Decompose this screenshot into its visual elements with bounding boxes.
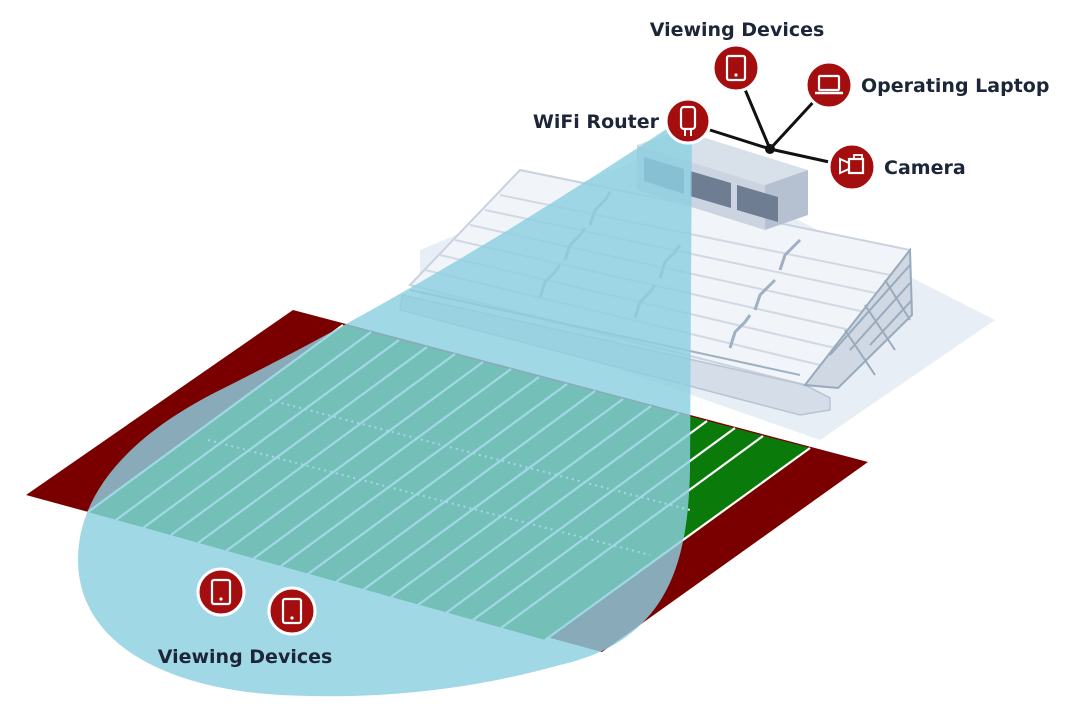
- tablet-icon: [711, 43, 761, 93]
- tablet-icon: [267, 586, 317, 636]
- network-hub-node: [765, 144, 775, 154]
- press-box-window-3: [737, 185, 778, 222]
- wifi-router-label: WiFi Router: [533, 111, 660, 133]
- video-camera-icon: [827, 142, 877, 192]
- operating-laptop-label: Operating Laptop: [861, 75, 1049, 97]
- wifi-router-icon: [664, 97, 712, 145]
- wifi-coverage-area: [78, 120, 692, 697]
- camera-label: Camera: [884, 157, 966, 179]
- viewing-devices-bottom-label: Viewing Devices: [158, 646, 333, 668]
- viewing-devices-top-label: Viewing Devices: [650, 19, 825, 41]
- press-box-window-2: [690, 171, 731, 208]
- laptop-icon: [804, 60, 854, 110]
- tablet-icon: [196, 567, 246, 617]
- truss-lattice: [829, 264, 913, 376]
